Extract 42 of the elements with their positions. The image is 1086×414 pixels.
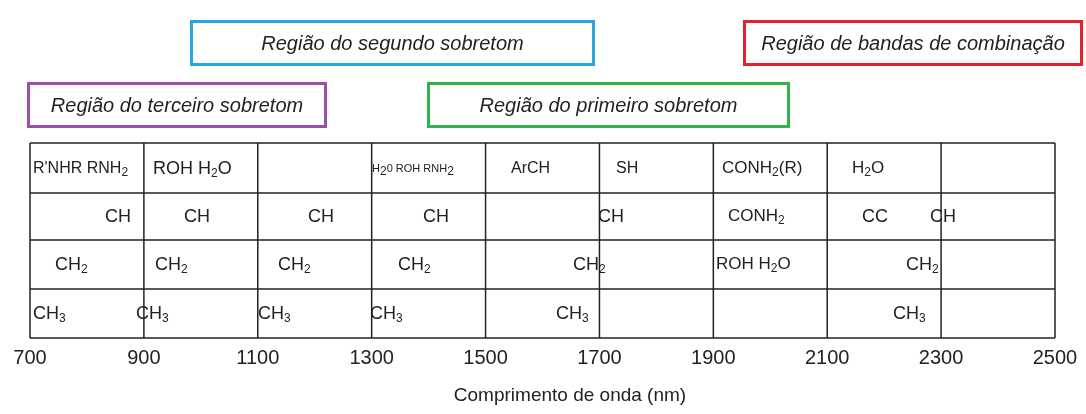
tick-label: 1500 — [463, 347, 508, 367]
axis-title: Comprimento de onda (nm) — [453, 385, 687, 405]
cell-label: SH — [616, 158, 639, 178]
region-title: Região do segundo sobretom — [261, 31, 524, 55]
cell-label: ROH H$_{2}$O — [153, 158, 232, 178]
tick-label: 700 — [13, 347, 47, 367]
cell-label: CC — [862, 206, 888, 226]
tick-label: 1900 — [691, 347, 736, 367]
cell-label: CH$_{2}$ — [906, 254, 939, 274]
cell-label: CH$_{2}$ — [55, 254, 88, 274]
cell-label: CH$_{3}$ — [258, 303, 291, 323]
cell-label: CH$_{2}$ — [573, 254, 606, 274]
region-title: Região de bandas de combinação — [761, 31, 1065, 55]
cell-label: CH — [184, 206, 210, 226]
region-box — [190, 20, 595, 66]
tick-label: 2500 — [1032, 347, 1078, 367]
tick-label: 900 — [127, 347, 161, 367]
tick-label: 1100 — [236, 347, 280, 367]
region-box — [27, 82, 327, 128]
cell-label: ROH H$_{2}$O — [716, 254, 791, 274]
tick-label: 1700 — [577, 347, 622, 367]
tick-label: 1300 — [349, 347, 394, 367]
cell-label: CH$_{2}$ — [398, 254, 431, 274]
region-box — [743, 20, 1083, 66]
cell-label: CH — [308, 206, 334, 226]
cell-label: R'NHR RNH$_{2}$ — [33, 158, 129, 178]
tick-label: 2100 — [804, 347, 850, 367]
cell-label: CONH$_{2}$ — [728, 206, 785, 226]
region-title: Região do primeiro sobretom — [479, 93, 738, 117]
cell-label: CH$_{2}$ — [155, 254, 188, 274]
cell-label: CH$_{3}$ — [893, 303, 926, 323]
cell-label: CH$_{3}$ — [556, 303, 589, 323]
cell-label: CH — [423, 206, 449, 226]
tick-label: 2300 — [918, 347, 964, 367]
cell-label: H$_{2}$O — [852, 158, 885, 178]
cell-label: CH$_{2}$ — [278, 254, 311, 274]
cell-label: CONH$_{2}$(R) — [722, 158, 803, 178]
cell-label: CH — [105, 206, 131, 226]
region-title: Região do terceiro sobretom — [50, 93, 304, 117]
cell-label: ArCH — [511, 158, 551, 178]
region-box — [427, 82, 790, 128]
cell-label: CH$_{3}$ — [33, 303, 66, 323]
